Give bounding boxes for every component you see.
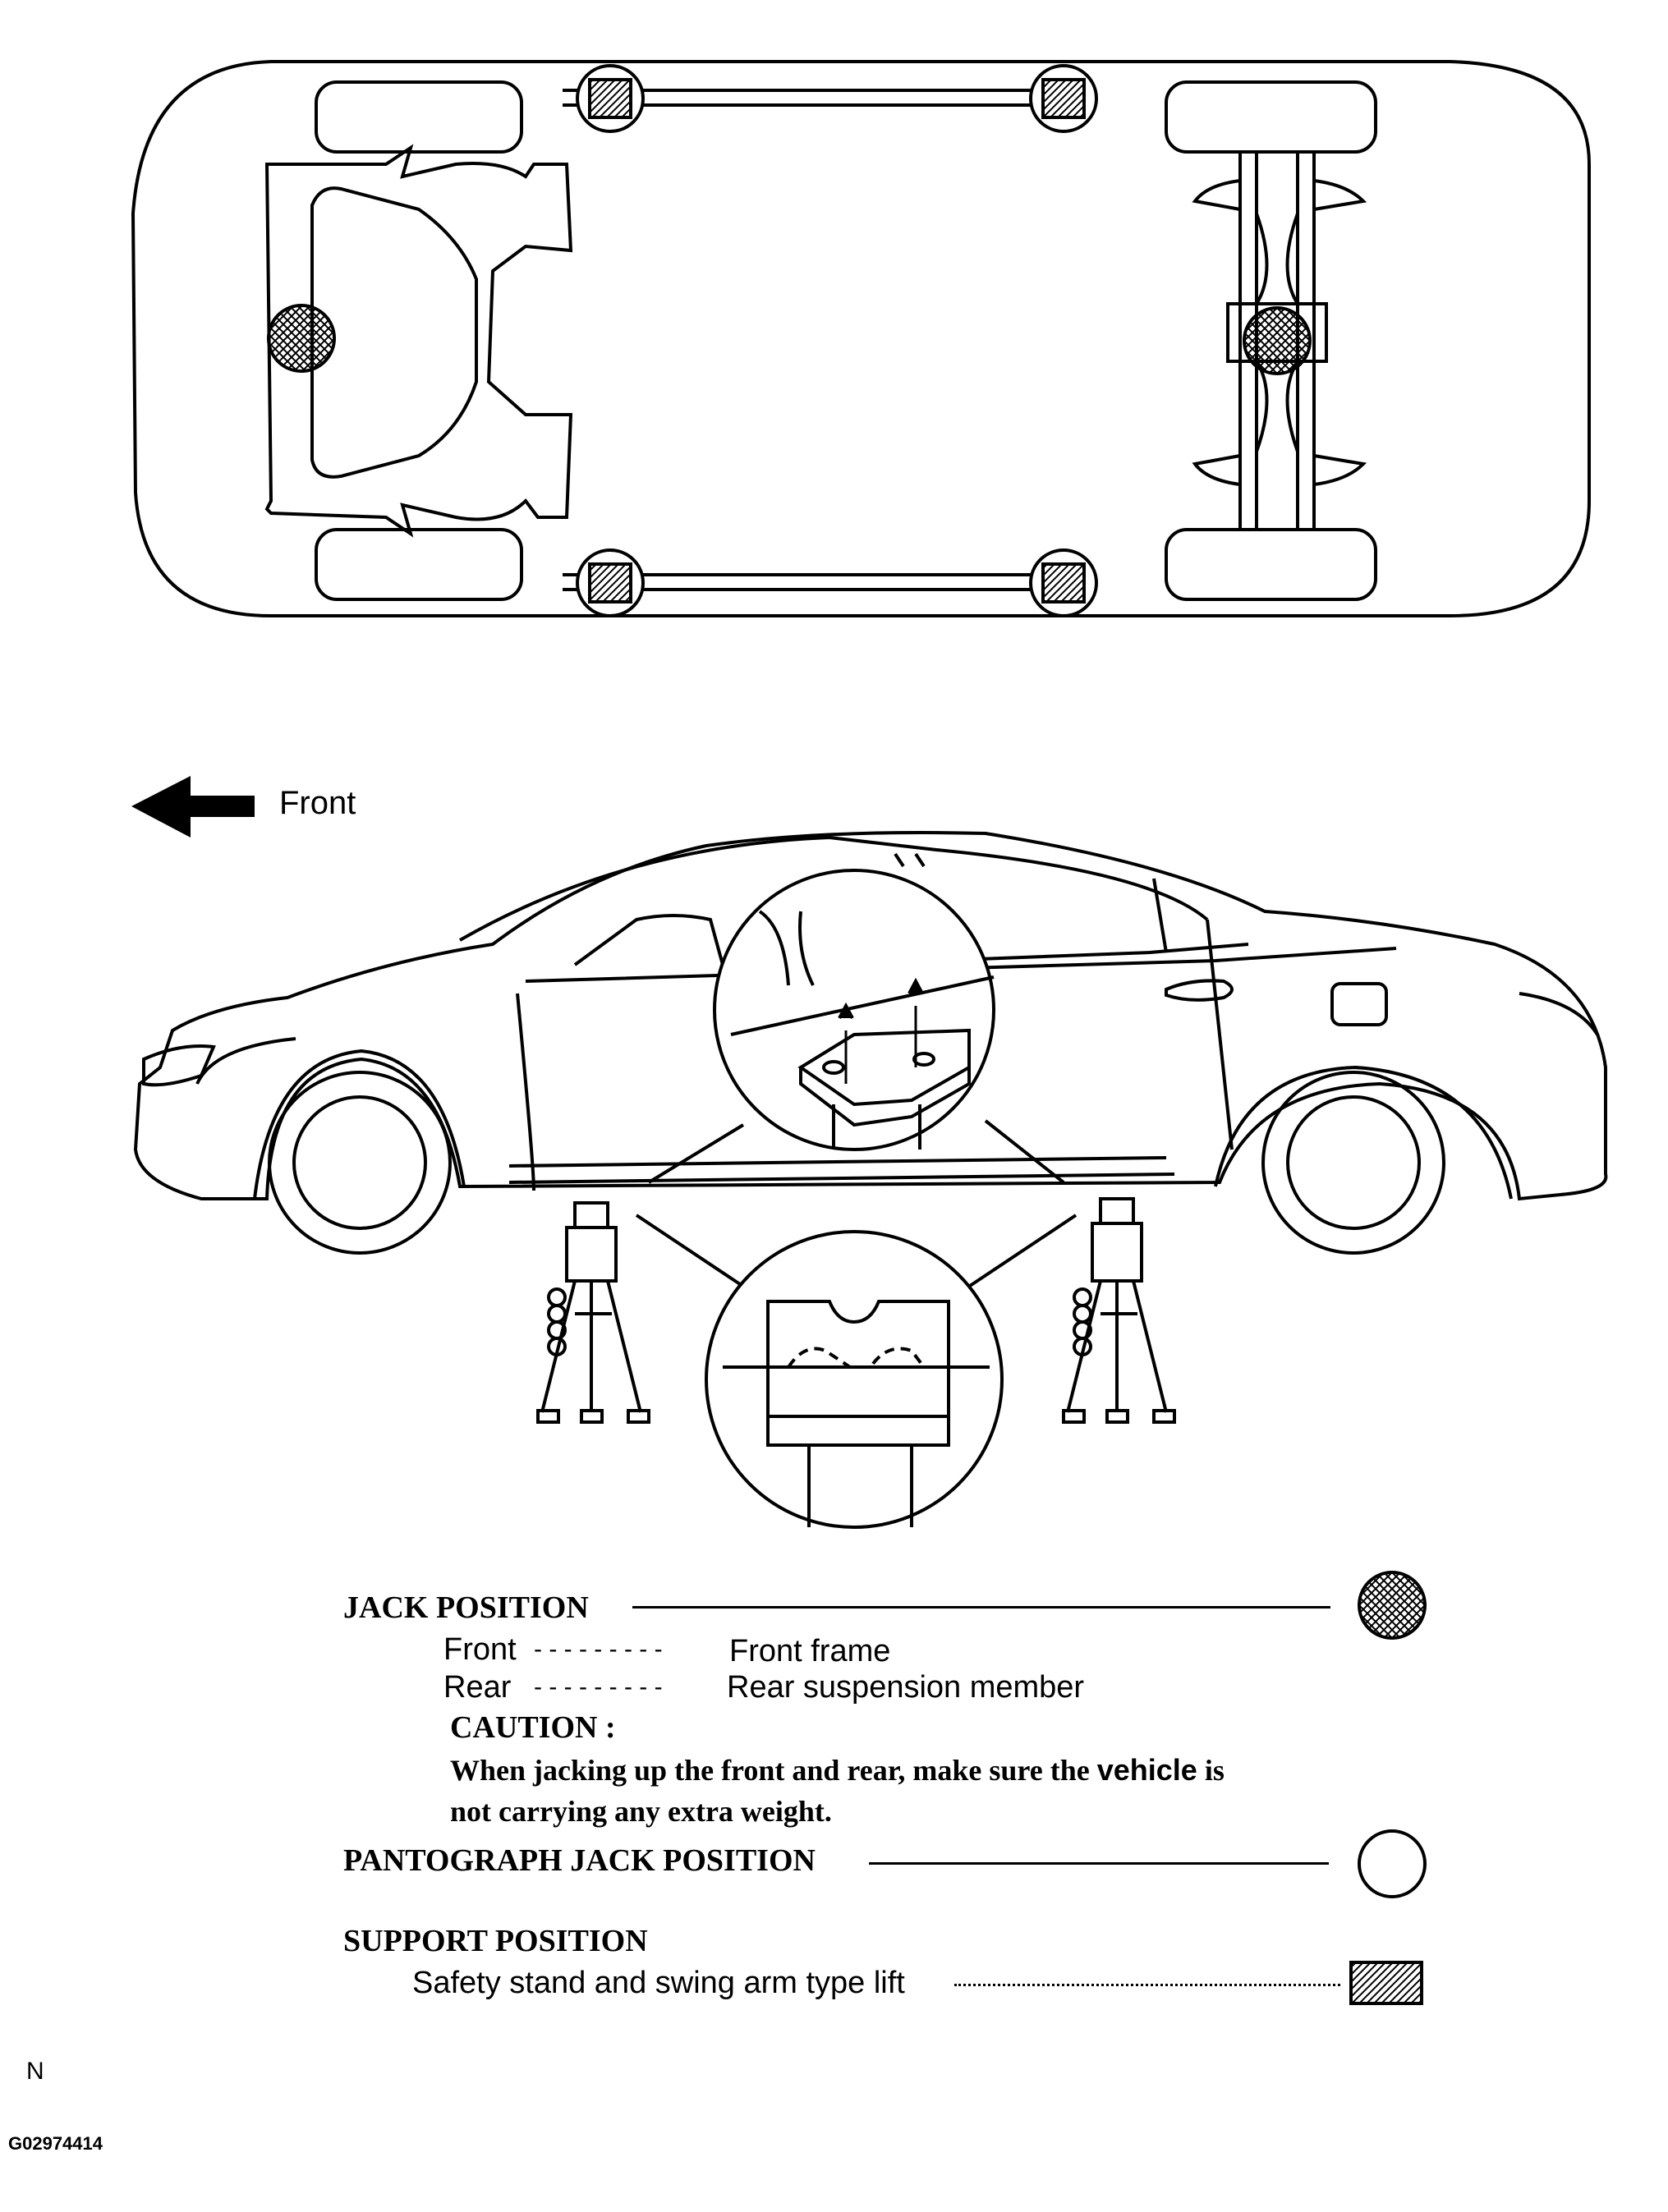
front-right-wheel (315, 528, 523, 601)
top-view-markers (267, 64, 1312, 617)
support-point-marker-rear-left (1041, 78, 1086, 119)
detail-magnifier-upper (647, 869, 1065, 1184)
jack-front-value: Front frame (729, 1634, 891, 1668)
caution-line-1-a: When jacking up the front and rear, make… (450, 1754, 1097, 1787)
front-frame (264, 144, 573, 538)
support-position-title: SUPPORT POSITION (343, 1924, 648, 1958)
support-position-detail: Safety stand and swing arm type lift (412, 1966, 905, 2000)
support-point-marker-front-left (588, 78, 632, 119)
jack-front-dashes: - - - - - - - - - (534, 1636, 663, 1663)
caution-line-2: not carrying any extra weight. (450, 1795, 832, 1828)
rear-right-wheel (1165, 528, 1377, 601)
caution-title: CAUTION : (450, 1710, 616, 1745)
caution-line-1: When jacking up the front and rear, make… (450, 1753, 1225, 1787)
front-jack-point-marker (267, 304, 336, 373)
underbody-top-view (131, 60, 1591, 617)
jack-front-label: Front (443, 1632, 517, 1667)
jack-position-title: JACK POSITION (343, 1590, 589, 1625)
rear-wheel (1261, 1071, 1445, 1255)
safety-stand-front (536, 1201, 650, 1424)
jack-rear-label: Rear (443, 1670, 512, 1705)
figure-id: G02974414 (8, 2133, 103, 2154)
rear-left-wheel (1165, 80, 1377, 154)
code-letter: N (26, 2058, 44, 2085)
hatched-square-icon (1349, 1961, 1423, 2005)
support-point-marker-rear-right (1041, 562, 1086, 603)
pantograph-leader-line (869, 1862, 1329, 1865)
jack-rear-dashes: - - - - - - - - - (534, 1673, 663, 1700)
support-leader-dotted-line (954, 1984, 1340, 1986)
front-wheel (268, 1071, 452, 1255)
caution-line-1-c: is (1197, 1754, 1225, 1787)
arrow-left-icon (131, 776, 255, 838)
pantograph-jack-position-title: PANTOGRAPH JACK POSITION (343, 1843, 816, 1878)
headlight (142, 1044, 216, 1087)
door-handle (1165, 979, 1234, 1002)
jack-rear-value: Rear suspension member (727, 1670, 1085, 1705)
fuel-door (1330, 982, 1388, 1026)
detail-magnifier-lower (635, 1214, 1078, 1529)
support-point-marker-front-right (588, 562, 632, 603)
front-direction-label: Front (279, 785, 356, 821)
rear-jack-point-marker (1243, 306, 1312, 375)
jack-position-leader-line (632, 1606, 1330, 1609)
crosshatched-circle-icon (1358, 1571, 1427, 1640)
caution-line-1-vehicle: vehicle (1096, 1753, 1197, 1787)
safety-stand-rear (1062, 1197, 1176, 1424)
front-left-wheel (315, 80, 523, 154)
open-circle-icon (1358, 1829, 1427, 1898)
